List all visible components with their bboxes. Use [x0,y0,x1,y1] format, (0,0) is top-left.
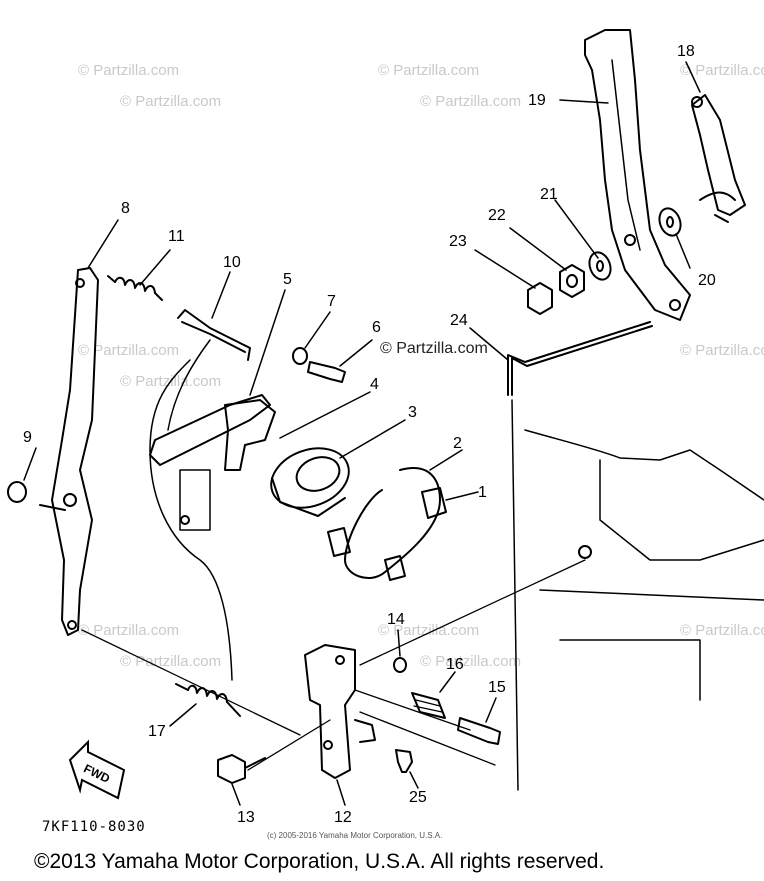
watermark: © Partzilla.com [680,342,764,359]
part-3-bushing [270,447,350,509]
part-9-nut [7,481,27,503]
part-11-spring [114,276,156,294]
part-18-clip [691,94,746,216]
forward-arrow: FWD [68,739,126,800]
callout-25: 25 [409,789,427,806]
watermark: © Partzilla.com [378,622,480,639]
part-20-washer [658,207,682,237]
watermark: © Partzilla.com [78,62,180,79]
callout-7: 7 [327,293,336,310]
part-19-bracket [584,29,691,321]
callout-9: 9 [23,429,32,446]
part-14-washer [393,657,407,673]
part-16-spring [411,692,446,719]
callout-24: 24 [450,312,468,329]
callout-4: 4 [370,376,379,393]
watermark: © Partzilla.com [120,653,222,670]
callout-23: 23 [449,233,467,250]
callout-13: 13 [237,809,255,826]
callout-17: 17 [148,723,166,740]
watermark: © Partzilla.com [120,93,222,110]
callout-6: 6 [372,319,381,336]
callout-14: 14 [387,611,405,628]
callout-11: 11 [168,228,185,245]
callout-2: 2 [453,435,462,452]
part-2-wire [344,467,441,579]
part-1-grommet [421,487,447,519]
callout-20: 20 [698,272,716,289]
watermark: © Partzilla.com [420,93,522,110]
part-6-screw [307,361,346,383]
callout-3: 3 [408,404,417,421]
watermark: © Partzilla.com [78,342,180,359]
callout-21: 21 [540,186,558,203]
callout-15: 15 [488,679,506,696]
watermark: © Partzilla.com [680,62,764,79]
watermark-center: © Partzilla.com [380,340,488,357]
callout-12: 12 [334,809,352,826]
part-13-bolt [217,754,246,784]
watermark: © Partzilla.com [680,622,764,639]
callout-10: 10 [223,254,241,271]
watermark: © Partzilla.com [78,622,180,639]
callout-5: 5 [283,271,292,288]
watermark: © Partzilla.com [420,653,522,670]
part-10-link [177,309,251,361]
part-12-bracket [304,644,356,779]
watermark: © Partzilla.com [378,62,480,79]
callout-1: 1 [478,484,487,501]
footer-copyright: ©2013 Yamaha Motor Corporation, U.S.A. A… [34,850,605,873]
part-8-lever [51,267,99,636]
part-23-nut [527,282,553,315]
callout-18: 18 [677,43,695,60]
part-15-bolt [457,717,501,745]
callout-8: 8 [121,200,130,217]
part-17-spring [187,684,228,703]
part-7-washer [292,347,308,365]
part-code: 7KF110-8030 [42,819,146,835]
part-25-screw [395,749,413,773]
part-22-nut [559,264,585,298]
callout-16: 16 [446,656,464,673]
callout-22: 22 [488,207,506,224]
part-24-rod [507,321,651,396]
tiny-copyright: (c) 2005-2016 Yamaha Motor Corporation, … [267,831,443,840]
callout-19: 19 [528,92,546,109]
part-21-washer [588,251,612,281]
